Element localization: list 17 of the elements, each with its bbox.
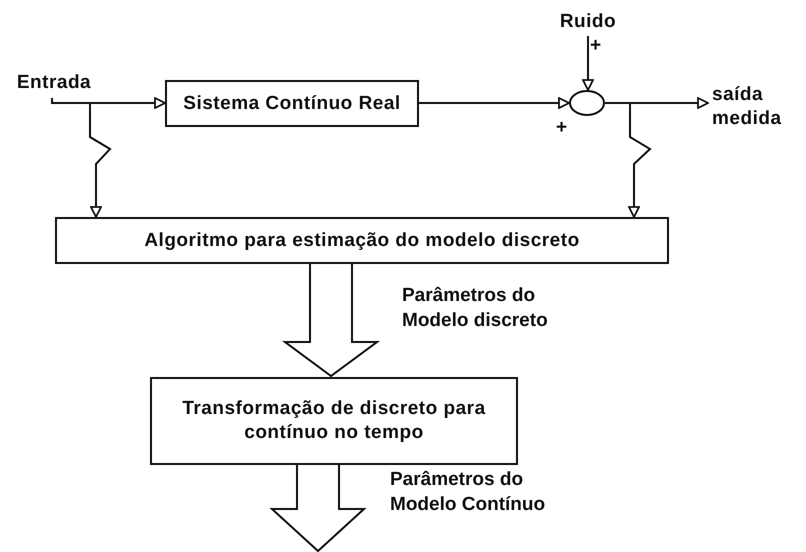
edge-label: Parâmetros do Modelo Contínuo: [390, 468, 546, 517]
signal-label: Entrada: [6, 68, 102, 98]
sign-label: +: [556, 116, 568, 140]
process-box: Transformação de discreto para contínuo no tempo: [150, 377, 518, 465]
block-arrow: [282, 263, 380, 378]
sampler-switch-line: [605, 102, 652, 218]
signal-label: saída medida: [712, 82, 806, 132]
process-box: Algoritmo para estimação do modelo discreto: [55, 217, 669, 264]
sign-label: +: [590, 34, 602, 58]
process-box: Sistema Contínuo Real: [165, 80, 419, 127]
block-arrow: [269, 464, 367, 552]
arrow: [419, 97, 570, 109]
signal-label: Ruido: [556, 8, 620, 36]
sampler-switch-line: [51, 98, 112, 218]
edge-label: Parâmetros do Modelo discreto: [402, 284, 549, 333]
summing-junction-circle: [569, 90, 605, 116]
arrow: [582, 36, 594, 91]
